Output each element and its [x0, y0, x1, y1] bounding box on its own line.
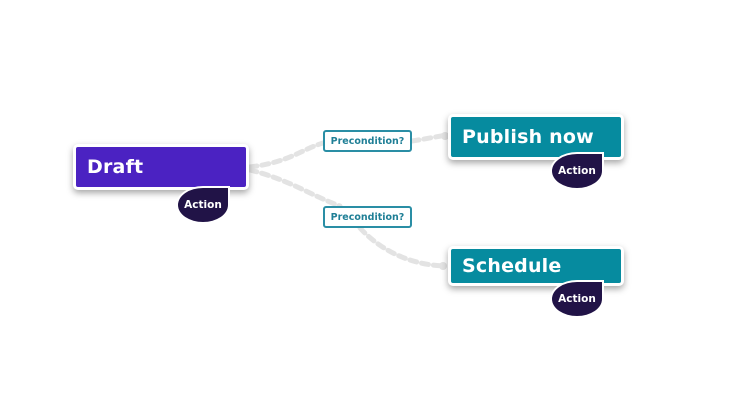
precondition-to-publish[interactable]: Precondition? — [323, 130, 412, 152]
precondition-to-publish-label: Precondition? — [330, 135, 405, 147]
action-badge-schedule-label: Action — [558, 293, 596, 305]
precondition-to-schedule-label: Precondition? — [330, 211, 405, 223]
action-badge-draft-label: Action — [184, 199, 222, 211]
node-schedule[interactable]: Schedule — [448, 246, 624, 286]
connector-precondition-to-schedule — [357, 225, 448, 269]
connector-precondition-to-publish — [409, 132, 450, 144]
connector-end-dot-schedule — [439, 262, 447, 270]
connector-draft-to-publish — [247, 140, 326, 170]
node-draft[interactable]: Draft — [73, 144, 249, 190]
node-draft-label: Draft — [87, 156, 144, 178]
action-badge-publish-now-label: Action — [558, 165, 596, 177]
action-badge-draft[interactable]: Action — [176, 186, 230, 224]
precondition-to-schedule[interactable]: Precondition? — [323, 206, 412, 228]
connector-draft-to-schedule — [247, 167, 343, 209]
action-badge-publish-now[interactable]: Action — [550, 152, 604, 190]
action-badge-schedule[interactable]: Action — [550, 280, 604, 318]
node-schedule-label: Schedule — [462, 255, 562, 277]
node-publish-now-label: Publish now — [462, 126, 594, 148]
